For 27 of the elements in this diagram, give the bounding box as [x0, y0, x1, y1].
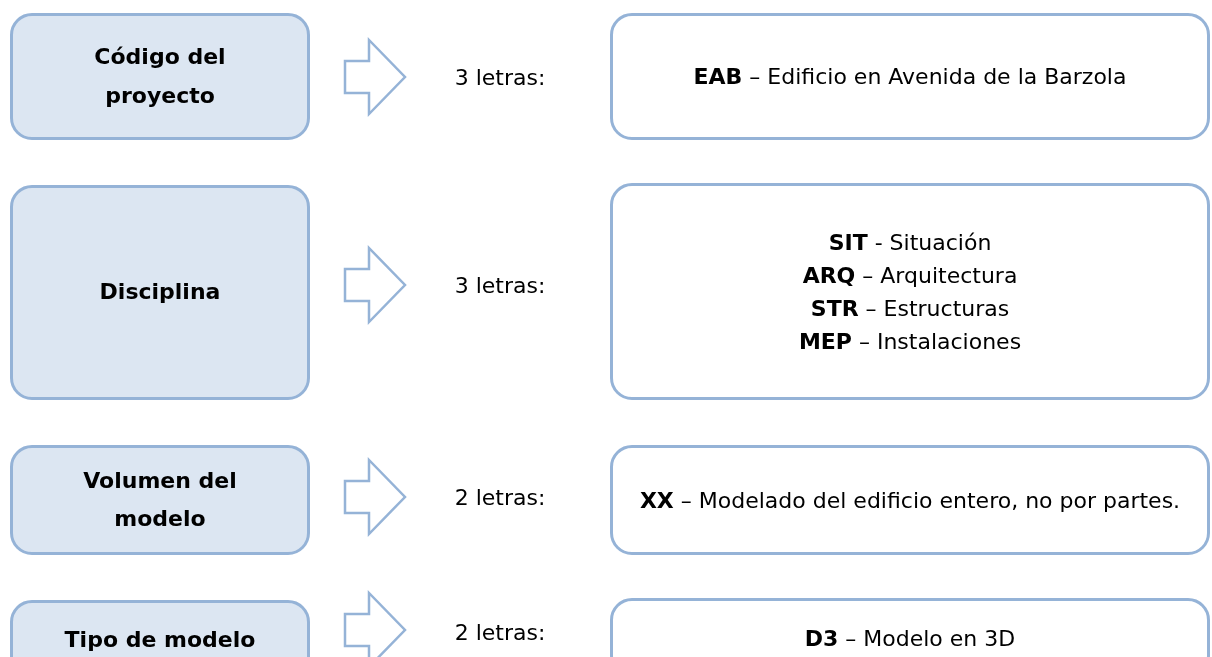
- block-arrow: [343, 589, 407, 657]
- category-label: Tipo de modelo: [64, 625, 256, 654]
- description-box: [610, 598, 1210, 657]
- description-text: ARQ – Arquitectura: [802, 261, 1018, 290]
- description-text: D3 – Modelo en 3D: [804, 624, 1016, 653]
- length-label: 3 letras:: [454, 64, 546, 90]
- block-arrow: [343, 456, 407, 538]
- description-text: STR – Estructuras: [810, 294, 1010, 323]
- length-label: 2 letras:: [454, 619, 546, 645]
- category-box: [10, 185, 310, 400]
- block-arrow: [343, 36, 407, 118]
- description-text: MEP – Instalaciones: [798, 327, 1022, 356]
- category-box: [10, 445, 310, 555]
- category-box: [10, 600, 310, 657]
- description-text: XX – Modelado del edificio entero, no por partes.: [639, 486, 1181, 515]
- category-label: Disciplina: [99, 278, 221, 307]
- category-label: Volumen del modelo: [82, 466, 238, 533]
- length-label: 3 letras:: [454, 272, 546, 298]
- description-box: [610, 183, 1210, 400]
- description-text: EAB – Edificio en Avenida de la Barzola: [693, 63, 1127, 91]
- category-label: Código del proyecto: [93, 43, 227, 110]
- description-text: SIT - Situación: [828, 228, 992, 257]
- length-label: 2 letras:: [454, 484, 546, 510]
- description-box: [610, 13, 1210, 140]
- block-arrow: [343, 244, 407, 326]
- category-box: [10, 13, 310, 140]
- description-box: [610, 445, 1210, 555]
